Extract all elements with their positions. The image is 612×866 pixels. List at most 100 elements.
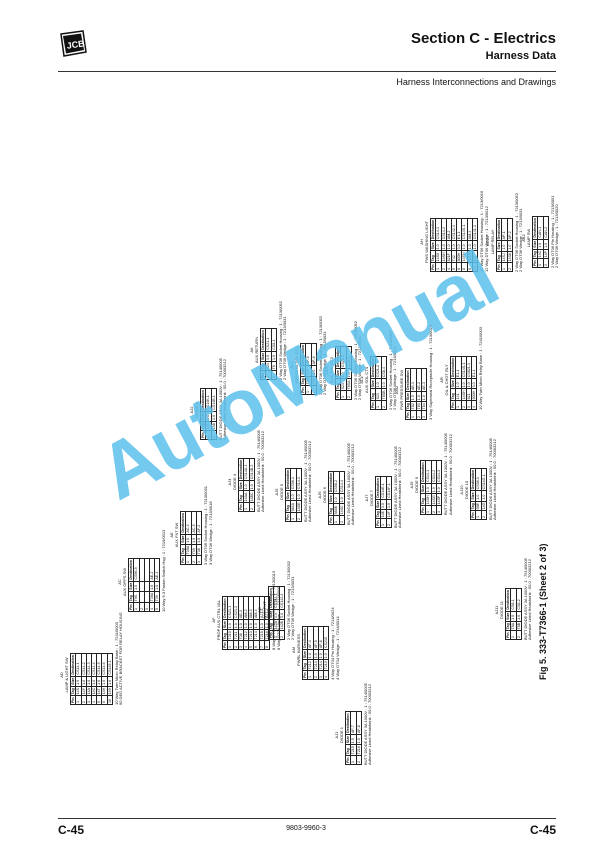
table-cell: 14F bbox=[386, 509, 392, 519]
pin-table-header: Size bbox=[180, 534, 186, 545]
table-cell: T8B bbox=[516, 621, 522, 631]
pin-table-header: Destination bbox=[405, 368, 411, 392]
connector-name: LAMP SW bbox=[525, 228, 531, 248]
pin-table-header: Size bbox=[128, 581, 134, 592]
table-cell: 3 bbox=[436, 505, 442, 515]
pin-table-header: Destination bbox=[532, 216, 538, 240]
table-cell: T84 bbox=[421, 401, 427, 411]
table-cell: 2 bbox=[296, 512, 302, 522]
table-cell: CS210 bbox=[323, 626, 329, 650]
pin-table-header: Destination bbox=[375, 476, 381, 500]
table-cell: 8 bbox=[264, 640, 270, 650]
table-cell: 1.0 bbox=[386, 499, 392, 510]
housing-spec: 2 Way DT06 Wedge : 1 : 7213/0020 bbox=[554, 204, 560, 268]
pin-table-header: Destination bbox=[450, 356, 456, 379]
housing-spec: Adhesive Lined Heatshrink : 50.0 : 7000/… bbox=[397, 447, 403, 528]
table-cell: 4 bbox=[471, 400, 477, 410]
page-number-right: C-45 bbox=[529, 823, 556, 837]
table-cell: 14DE bbox=[296, 500, 302, 513]
connector-name: DIODE 5 bbox=[278, 484, 284, 501]
pin-table-header: Destination bbox=[420, 460, 426, 484]
connector-name: LAMP & LIGHT SW bbox=[63, 657, 69, 693]
table-cell: 3 bbox=[421, 410, 427, 420]
housing-spec: Adhesive Lined Heatshrink : 50.0 : 7000/… bbox=[307, 441, 313, 522]
table-cell: 2 bbox=[507, 262, 513, 272]
pin-table-header: Destination bbox=[302, 626, 308, 650]
table-cell: T216 bbox=[356, 744, 362, 756]
pin-table-header: Destination bbox=[128, 558, 134, 582]
connector-name: DIODE 6 bbox=[321, 487, 327, 504]
table-cell: AF-3 bbox=[196, 511, 202, 535]
table-cell: 1.0 bbox=[154, 581, 160, 592]
table-cell: 1.0 bbox=[196, 534, 202, 545]
connector-name: DIODE 9 bbox=[413, 477, 419, 494]
table-cell: 1.0 bbox=[421, 391, 427, 402]
housing-spec: Adhesive Lined Heatshrink : 50.0 : 7000/… bbox=[527, 559, 533, 640]
table-cell: CS14B-2 bbox=[249, 458, 255, 481]
table-cell: 1.0 bbox=[516, 611, 522, 622]
housing-spec: 3 Way DT06 Wedge : 1 : 7213/0018 bbox=[207, 501, 213, 565]
table-cell: 1.0 bbox=[279, 609, 285, 620]
table-cell: 2 bbox=[381, 400, 387, 410]
table-cell: 14P bbox=[543, 249, 549, 259]
pin-table-header: Destination bbox=[470, 468, 476, 491]
table-cell: 14SF bbox=[436, 493, 442, 506]
connector-name: AUX OPPS SW bbox=[121, 568, 127, 597]
connector-name: PROP AUX CTRL VAL bbox=[215, 599, 221, 641]
table-cell: 2 bbox=[386, 518, 392, 528]
connector-name: AUX FNT bbox=[261, 601, 267, 619]
table-cell: 1.0 bbox=[323, 649, 329, 660]
table-cell: 1.0 bbox=[296, 490, 302, 501]
housing-spec: Adhesive Lined Heatshrink : 50.0 : 7000/… bbox=[447, 434, 453, 515]
pin-table-header: Destination bbox=[505, 588, 511, 612]
table-cell: 1.0 bbox=[339, 493, 345, 504]
table-cell: 3 bbox=[196, 555, 202, 565]
connector-name: DIODE 10 bbox=[463, 480, 469, 500]
connector-name: AUX FNT SW bbox=[173, 522, 179, 548]
table-cell: T39 bbox=[154, 591, 160, 603]
table-cell: 14SC bbox=[339, 503, 345, 516]
connector-name: LAMP RELAY bbox=[489, 229, 495, 255]
pin-table-header: Size bbox=[375, 499, 381, 510]
pin-table-header: Destination bbox=[328, 471, 334, 494]
pin-table-header: Size bbox=[268, 609, 274, 620]
table-cell: 1.0 bbox=[543, 239, 549, 250]
table-cell: 1.0 bbox=[249, 480, 255, 491]
pin-table-header: Destination bbox=[345, 711, 351, 735]
table-cell: CS141-1 bbox=[472, 218, 478, 241]
table-cell: CS14G-1 bbox=[481, 468, 487, 491]
housing-spec: 10 Way Twin Micro Relay Base : 1 : 7241/… bbox=[478, 327, 484, 410]
housing-spec: Adhesive Lined Heatshrink : 50.0 : 7000/… bbox=[350, 444, 356, 525]
table-cell: 2 bbox=[543, 258, 549, 268]
table-cell: 14BC bbox=[249, 490, 255, 503]
table-cell: CS14-3 bbox=[296, 468, 302, 491]
table-cell: CS14-3 bbox=[436, 460, 442, 484]
housing-spec: 10 Way 6.3 Faston Switch Hsg : 1 : 7219/… bbox=[161, 529, 167, 612]
table-cell: 1.0 bbox=[107, 676, 113, 687]
table-cell: T210 bbox=[323, 659, 329, 671]
table-cell: 2 bbox=[279, 630, 285, 640]
